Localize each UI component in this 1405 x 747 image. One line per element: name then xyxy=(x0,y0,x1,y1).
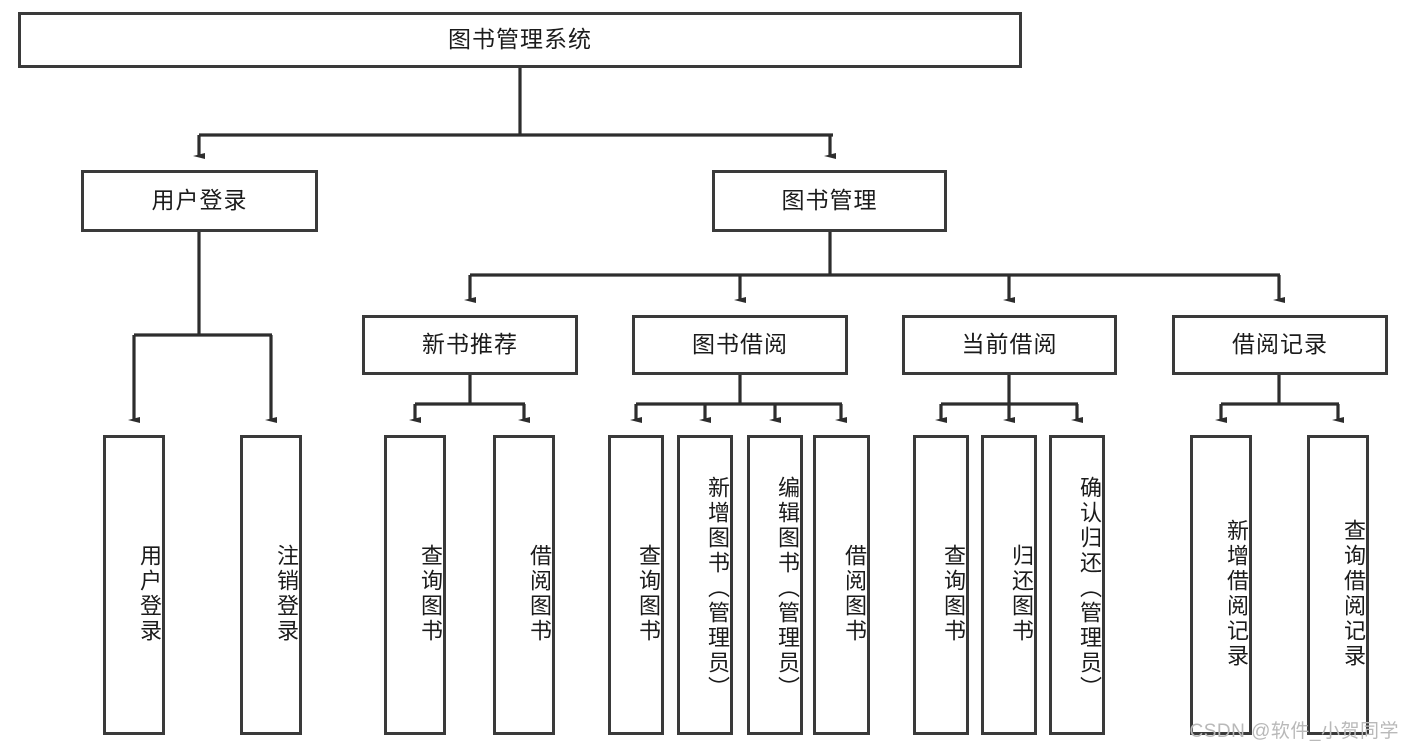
node-label: 查询借阅记录 xyxy=(1341,519,1366,669)
leaf-book-borrow-query-book[interactable]: 查询图书 xyxy=(608,435,664,735)
node-label: 新增图书（管理员） xyxy=(705,475,730,701)
node-label: 借阅图书 xyxy=(842,544,867,644)
node-label: 新增借阅记录 xyxy=(1224,519,1249,669)
node-label: 图书管理 xyxy=(781,187,878,214)
node-label: 查询图书 xyxy=(636,544,661,644)
node-book-management[interactable]: 图书管理 xyxy=(712,170,947,232)
csdn-watermark: CSDN @软件_小贺同学 xyxy=(1189,721,1399,742)
leaf-new-book-query-book[interactable]: 查询图书 xyxy=(384,435,446,735)
node-book-borrow[interactable]: 图书借阅 xyxy=(632,315,848,375)
node-label: 归还图书 xyxy=(1009,544,1034,644)
node-new-book-recommend[interactable]: 新书推荐 xyxy=(362,315,578,375)
leaf-book-borrow-borrow-book[interactable]: 借阅图书 xyxy=(813,435,870,735)
node-label: 借阅记录 xyxy=(1232,331,1328,358)
node-current-borrow[interactable]: 当前借阅 xyxy=(902,315,1117,375)
node-label: 用户登录 xyxy=(137,544,162,644)
leaf-current-borrow-return-book[interactable]: 归还图书 xyxy=(981,435,1037,735)
leaf-new-book-borrow-book[interactable]: 借阅图书 xyxy=(493,435,555,735)
node-label: 借阅图书 xyxy=(527,544,552,644)
leaf-current-borrow-confirm-return-admin[interactable]: 确认归还（管理员） xyxy=(1049,435,1105,735)
node-label: 注销登录 xyxy=(274,544,299,644)
leaf-borrow-record-query-record[interactable]: 查询借阅记录 xyxy=(1307,435,1369,735)
leaf-book-borrow-edit-book-admin[interactable]: 编辑图书（管理员） xyxy=(747,435,803,735)
node-label: 图书借阅 xyxy=(692,331,788,358)
leaf-user-login-login[interactable]: 用户登录 xyxy=(103,435,165,735)
node-label: 新书推荐 xyxy=(422,331,518,358)
leaf-book-borrow-add-book-admin[interactable]: 新增图书（管理员） xyxy=(677,435,733,735)
leaf-borrow-record-add-record[interactable]: 新增借阅记录 xyxy=(1190,435,1252,735)
node-label: 确认归还（管理员） xyxy=(1077,475,1102,701)
node-label: 图书管理系统 xyxy=(448,26,592,53)
node-label: 用户登录 xyxy=(151,187,248,214)
node-label: 查询图书 xyxy=(418,544,443,644)
node-borrow-record[interactable]: 借阅记录 xyxy=(1172,315,1388,375)
leaf-user-login-logout[interactable]: 注销登录 xyxy=(240,435,302,735)
node-user-login[interactable]: 用户登录 xyxy=(81,170,318,232)
node-label: 当前借阅 xyxy=(961,331,1058,358)
node-label: 编辑图书（管理员） xyxy=(775,475,800,701)
leaf-current-borrow-query-book[interactable]: 查询图书 xyxy=(913,435,969,735)
node-root-book-management-system[interactable]: 图书管理系统 xyxy=(18,12,1022,68)
node-label: 查询图书 xyxy=(941,544,966,644)
